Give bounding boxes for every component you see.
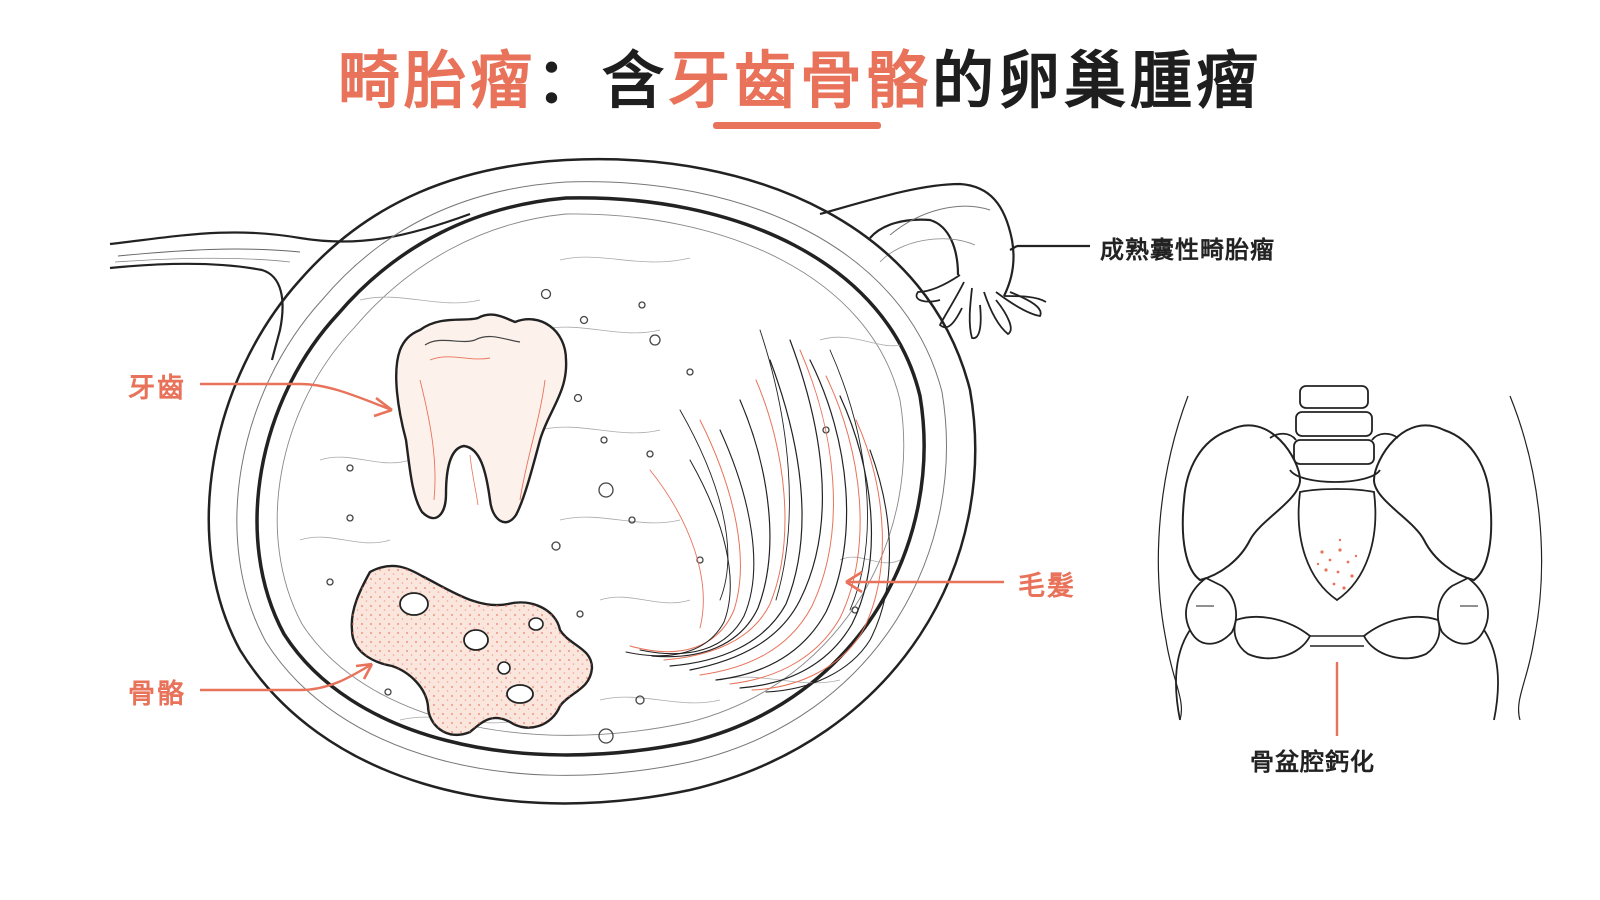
tooth-drawing xyxy=(395,313,568,524)
title-underline xyxy=(713,122,881,129)
fallopian-tube-left xyxy=(109,212,471,361)
teeth-arrow xyxy=(200,382,393,412)
fallopian-tube-right xyxy=(819,182,1047,339)
page-title: 畸胎瘤：含牙齒骨骼的卵巢腫瘤 xyxy=(0,30,1600,120)
title-teratoma: 畸胎瘤 xyxy=(337,44,536,117)
fluid-bubbles xyxy=(326,288,859,744)
sacral-calcification-dots xyxy=(1316,538,1358,590)
cyst-wall xyxy=(207,157,977,805)
title-suffix: 的卵巢腫瘤 xyxy=(932,44,1263,117)
bone-fragment-drawing xyxy=(350,564,594,737)
label-hair: 毛髮 xyxy=(1018,571,1076,602)
bone-arrow xyxy=(200,662,373,692)
title-highlight: 牙齒骨骼 xyxy=(668,44,933,117)
fimbriae xyxy=(915,274,1047,339)
label-mature-cystic-teratoma: 成熟囊性畸胎瘤 xyxy=(1100,236,1275,264)
label-pelvic-calcification: 骨盆腔鈣化 xyxy=(1250,748,1375,776)
hair-bundle-drawing xyxy=(625,329,890,693)
pelvis-drawing xyxy=(1157,385,1543,721)
title-contains: 含 xyxy=(601,44,668,117)
label-bone: 骨骼 xyxy=(128,679,186,710)
label-teeth: 牙齒 xyxy=(128,373,186,404)
title-separator: ： xyxy=(535,44,602,117)
leader-lines xyxy=(200,244,1339,736)
